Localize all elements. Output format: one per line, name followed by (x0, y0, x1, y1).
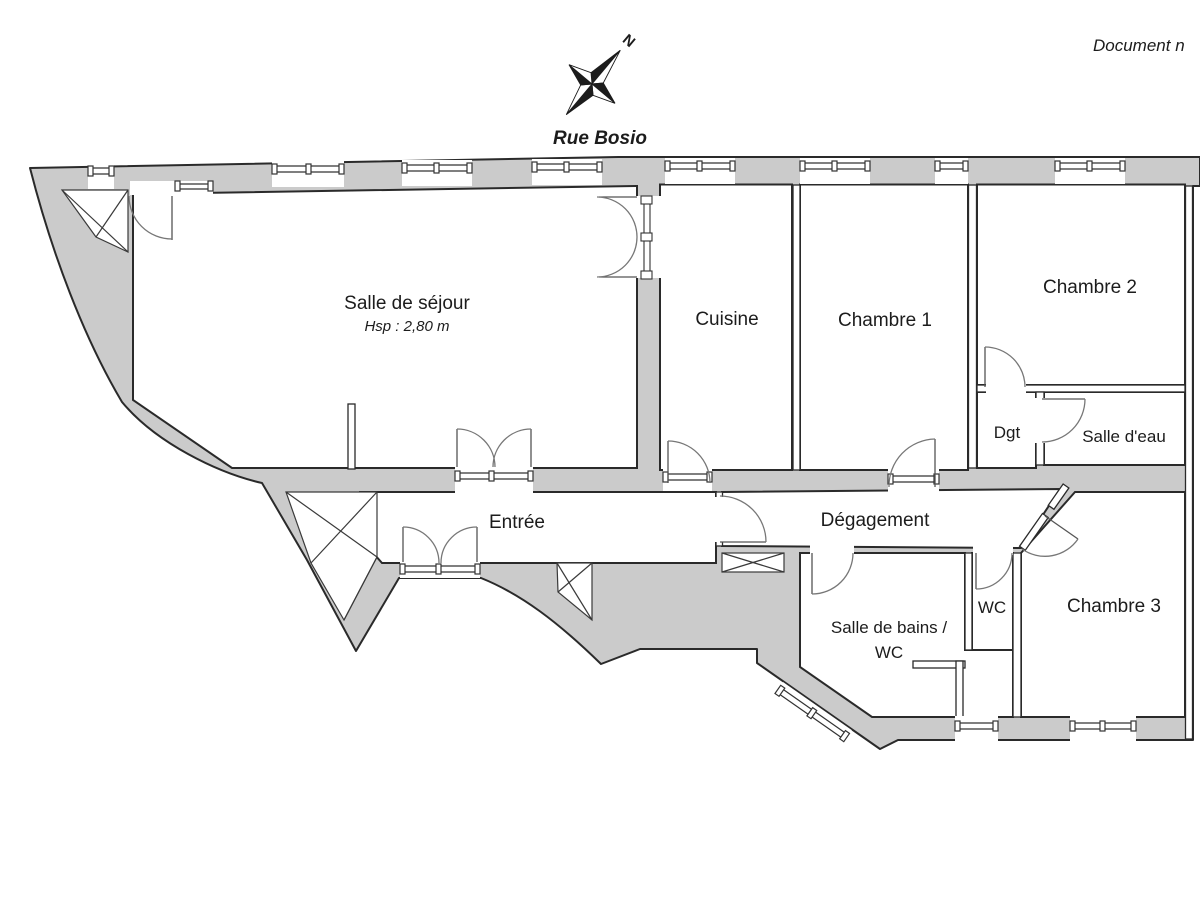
room-chambre2-label: Chambre 2 (1043, 277, 1137, 298)
room-salle-de-bains-label-1: Salle de bains / (831, 618, 948, 637)
compass-icon: N (565, 31, 638, 116)
opening-chambre2-door (986, 383, 1026, 394)
room-entree-label: Entrée (489, 512, 545, 533)
slanted-window (770, 682, 852, 749)
compass-north-label: N (619, 31, 638, 51)
room-cuisine-label: Cuisine (695, 309, 758, 330)
room-salle-de-bains-label-2: WC (875, 643, 903, 662)
room-chambre2 (976, 183, 1186, 386)
room-sejour-height-label: Hsp : 2,80 m (364, 318, 449, 335)
document-note: Document n (1093, 36, 1185, 55)
wall-stub-sejour (347, 403, 356, 470)
room-cuisine (659, 183, 793, 471)
room-sejour (132, 184, 638, 469)
wall-chambre1-chambre2 (967, 184, 978, 469)
opening-sdb-door (810, 544, 854, 555)
room-degagement-label: Dégagement (821, 510, 931, 531)
bottom-windows (399, 470, 1137, 741)
opening-entree-degagement-door (715, 497, 724, 542)
wall-right-exterior (1184, 185, 1194, 740)
room-salle-deau-label: Salle d'eau (1082, 427, 1166, 446)
wall-sdb-nook-h (912, 660, 966, 669)
room-chambre3-label: Chambre 3 (1067, 596, 1161, 617)
room-dgt-label: Dgt (994, 423, 1021, 442)
facade-windows (87, 158, 1126, 192)
opening-chambre1-door (888, 469, 939, 493)
room-wc-label: WC (978, 598, 1006, 617)
shaft-entree-left (285, 491, 378, 622)
room-sejour-label: Salle de séjour (344, 293, 470, 314)
opening-sejour-entry-door (130, 181, 213, 195)
opening-wc-door (973, 544, 1013, 555)
wall-diagonal-chambre3 (1018, 483, 1070, 552)
opening-salledeau-door (1035, 398, 1045, 443)
room-chambre1-label: Chambre 1 (838, 310, 932, 331)
wall-wc-chambre3 (1012, 552, 1022, 718)
doors (128, 195, 1086, 595)
shaft-closet-top-left (60, 189, 129, 253)
shaft-degagement (721, 552, 785, 573)
wall-sdb-wc (964, 552, 973, 651)
street-label: Rue Bosio (553, 128, 647, 149)
shaft-below-entree (556, 562, 593, 622)
wall-sdb-nook-v (955, 660, 964, 718)
wall-cuisine-chambre1 (792, 184, 801, 471)
